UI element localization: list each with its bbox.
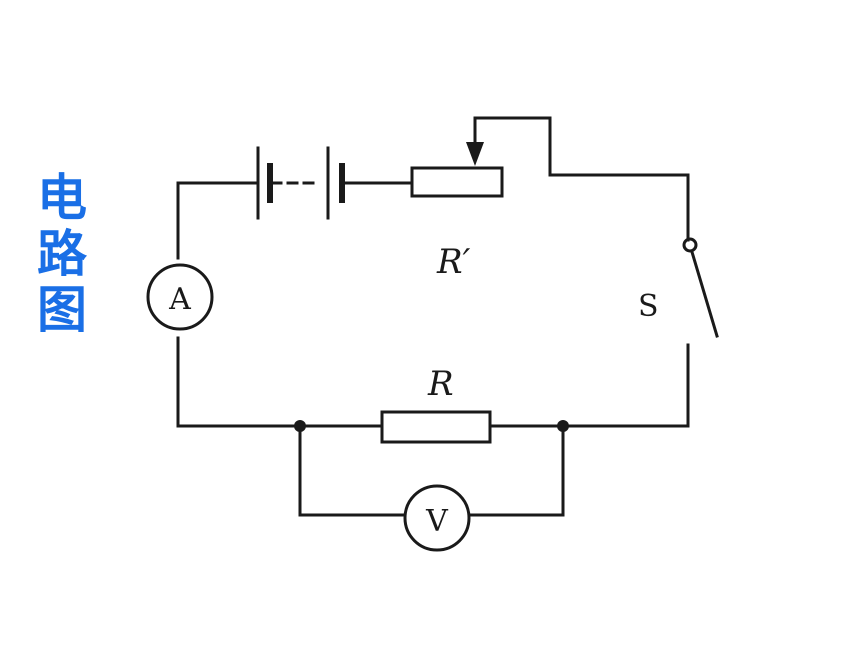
resistor-icon <box>380 410 492 444</box>
title-char-2: 路 <box>37 225 87 283</box>
title-char-3: 图 <box>37 281 87 339</box>
title-char-1: 电 <box>37 169 87 227</box>
wire-voltmeter-branch <box>298 424 407 517</box>
resistor-label: R <box>427 364 454 404</box>
switch-label: S <box>638 289 659 324</box>
voltmeter-label: V <box>425 504 449 539</box>
ammeter-label: A <box>168 282 191 317</box>
wire-slider-top <box>473 116 690 177</box>
wire-bottom <box>176 336 384 428</box>
voltmeter-icon <box>403 484 471 552</box>
switch-icon <box>682 237 719 338</box>
rheostat-icon <box>410 116 504 198</box>
battery-icon <box>256 146 345 220</box>
ammeter-icon <box>146 263 214 331</box>
diagram-title: 电 路 图 <box>34 170 90 338</box>
rheostat-label: R′ <box>436 242 471 282</box>
wire-voltmeter-branch-right <box>467 424 565 517</box>
